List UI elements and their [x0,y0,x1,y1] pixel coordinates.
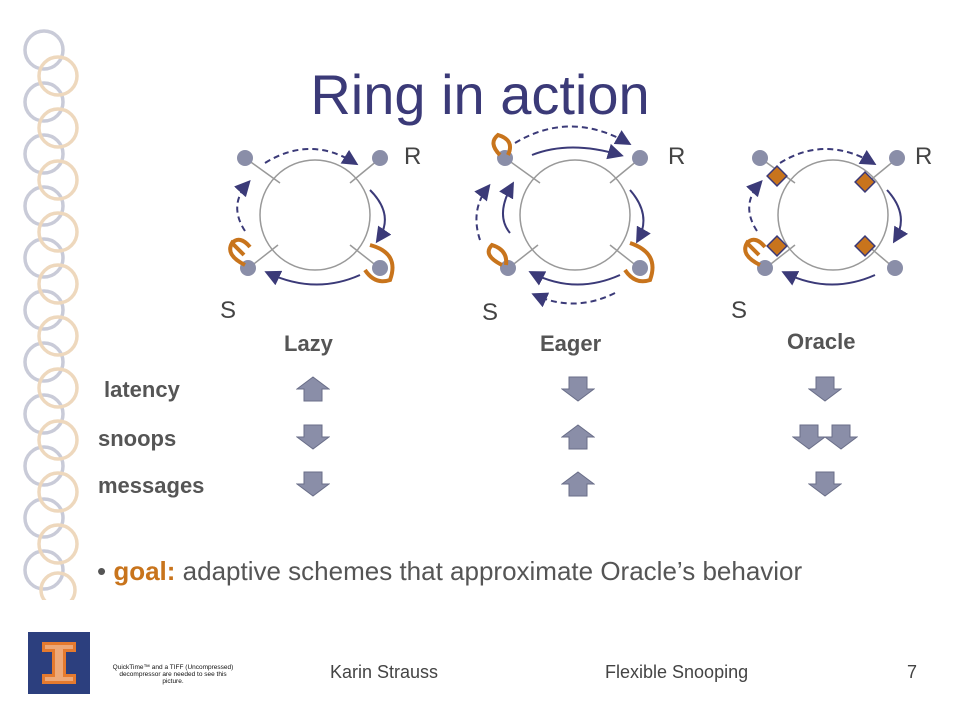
eager-ring-diagram [474,125,655,308]
bullet-dot: • [97,556,114,586]
lazy-requester-label: R [404,143,422,170]
eager-requester-label: R [668,143,686,170]
double-down-arrow-icon [792,424,858,450]
down-arrow-icon [808,376,842,402]
oracle-source-label: S [731,297,748,324]
down-arrow-icon [296,471,330,497]
lazy-column-label: Lazy [284,331,333,356]
slide-title: Ring in action [310,63,650,126]
down-arrow-icon [561,376,595,402]
up-arrow-icon [296,376,330,402]
quicktime-placeholder-note: QuickTime™ and a TIFF (Uncompressed) dec… [112,664,234,685]
goal-keyword: goal: [113,556,176,586]
row-label-messages: messages [98,473,205,498]
down-arrow-icon [296,424,330,450]
goal-text: adaptive schemes that approximate Oracle… [175,556,803,586]
eager-column-label: Eager [540,331,602,356]
block-i-logo-icon [28,632,90,694]
oracle-ring-diagram [743,148,909,286]
down-arrow-icon [808,471,842,497]
decorative-ring-chain [23,29,79,600]
lazy-source-label: S [220,297,237,324]
lazy-ring-diagram [228,148,395,286]
footer-topic: Flexible Snooping [605,662,749,682]
page-number: 7 [907,662,918,682]
goal-bullet: • goal: adaptive schemes that approximat… [97,556,802,587]
up-arrow-icon [561,471,595,497]
university-logo [28,632,90,694]
up-arrow-icon [561,424,595,450]
row-label-latency: latency [104,377,180,402]
row-label-snoops: snoops [98,426,177,451]
eager-source-label: S [482,299,499,326]
footer-author: Karin Strauss [330,662,439,682]
oracle-requester-label: R [915,143,933,170]
oracle-column-label: Oracle [787,329,856,354]
